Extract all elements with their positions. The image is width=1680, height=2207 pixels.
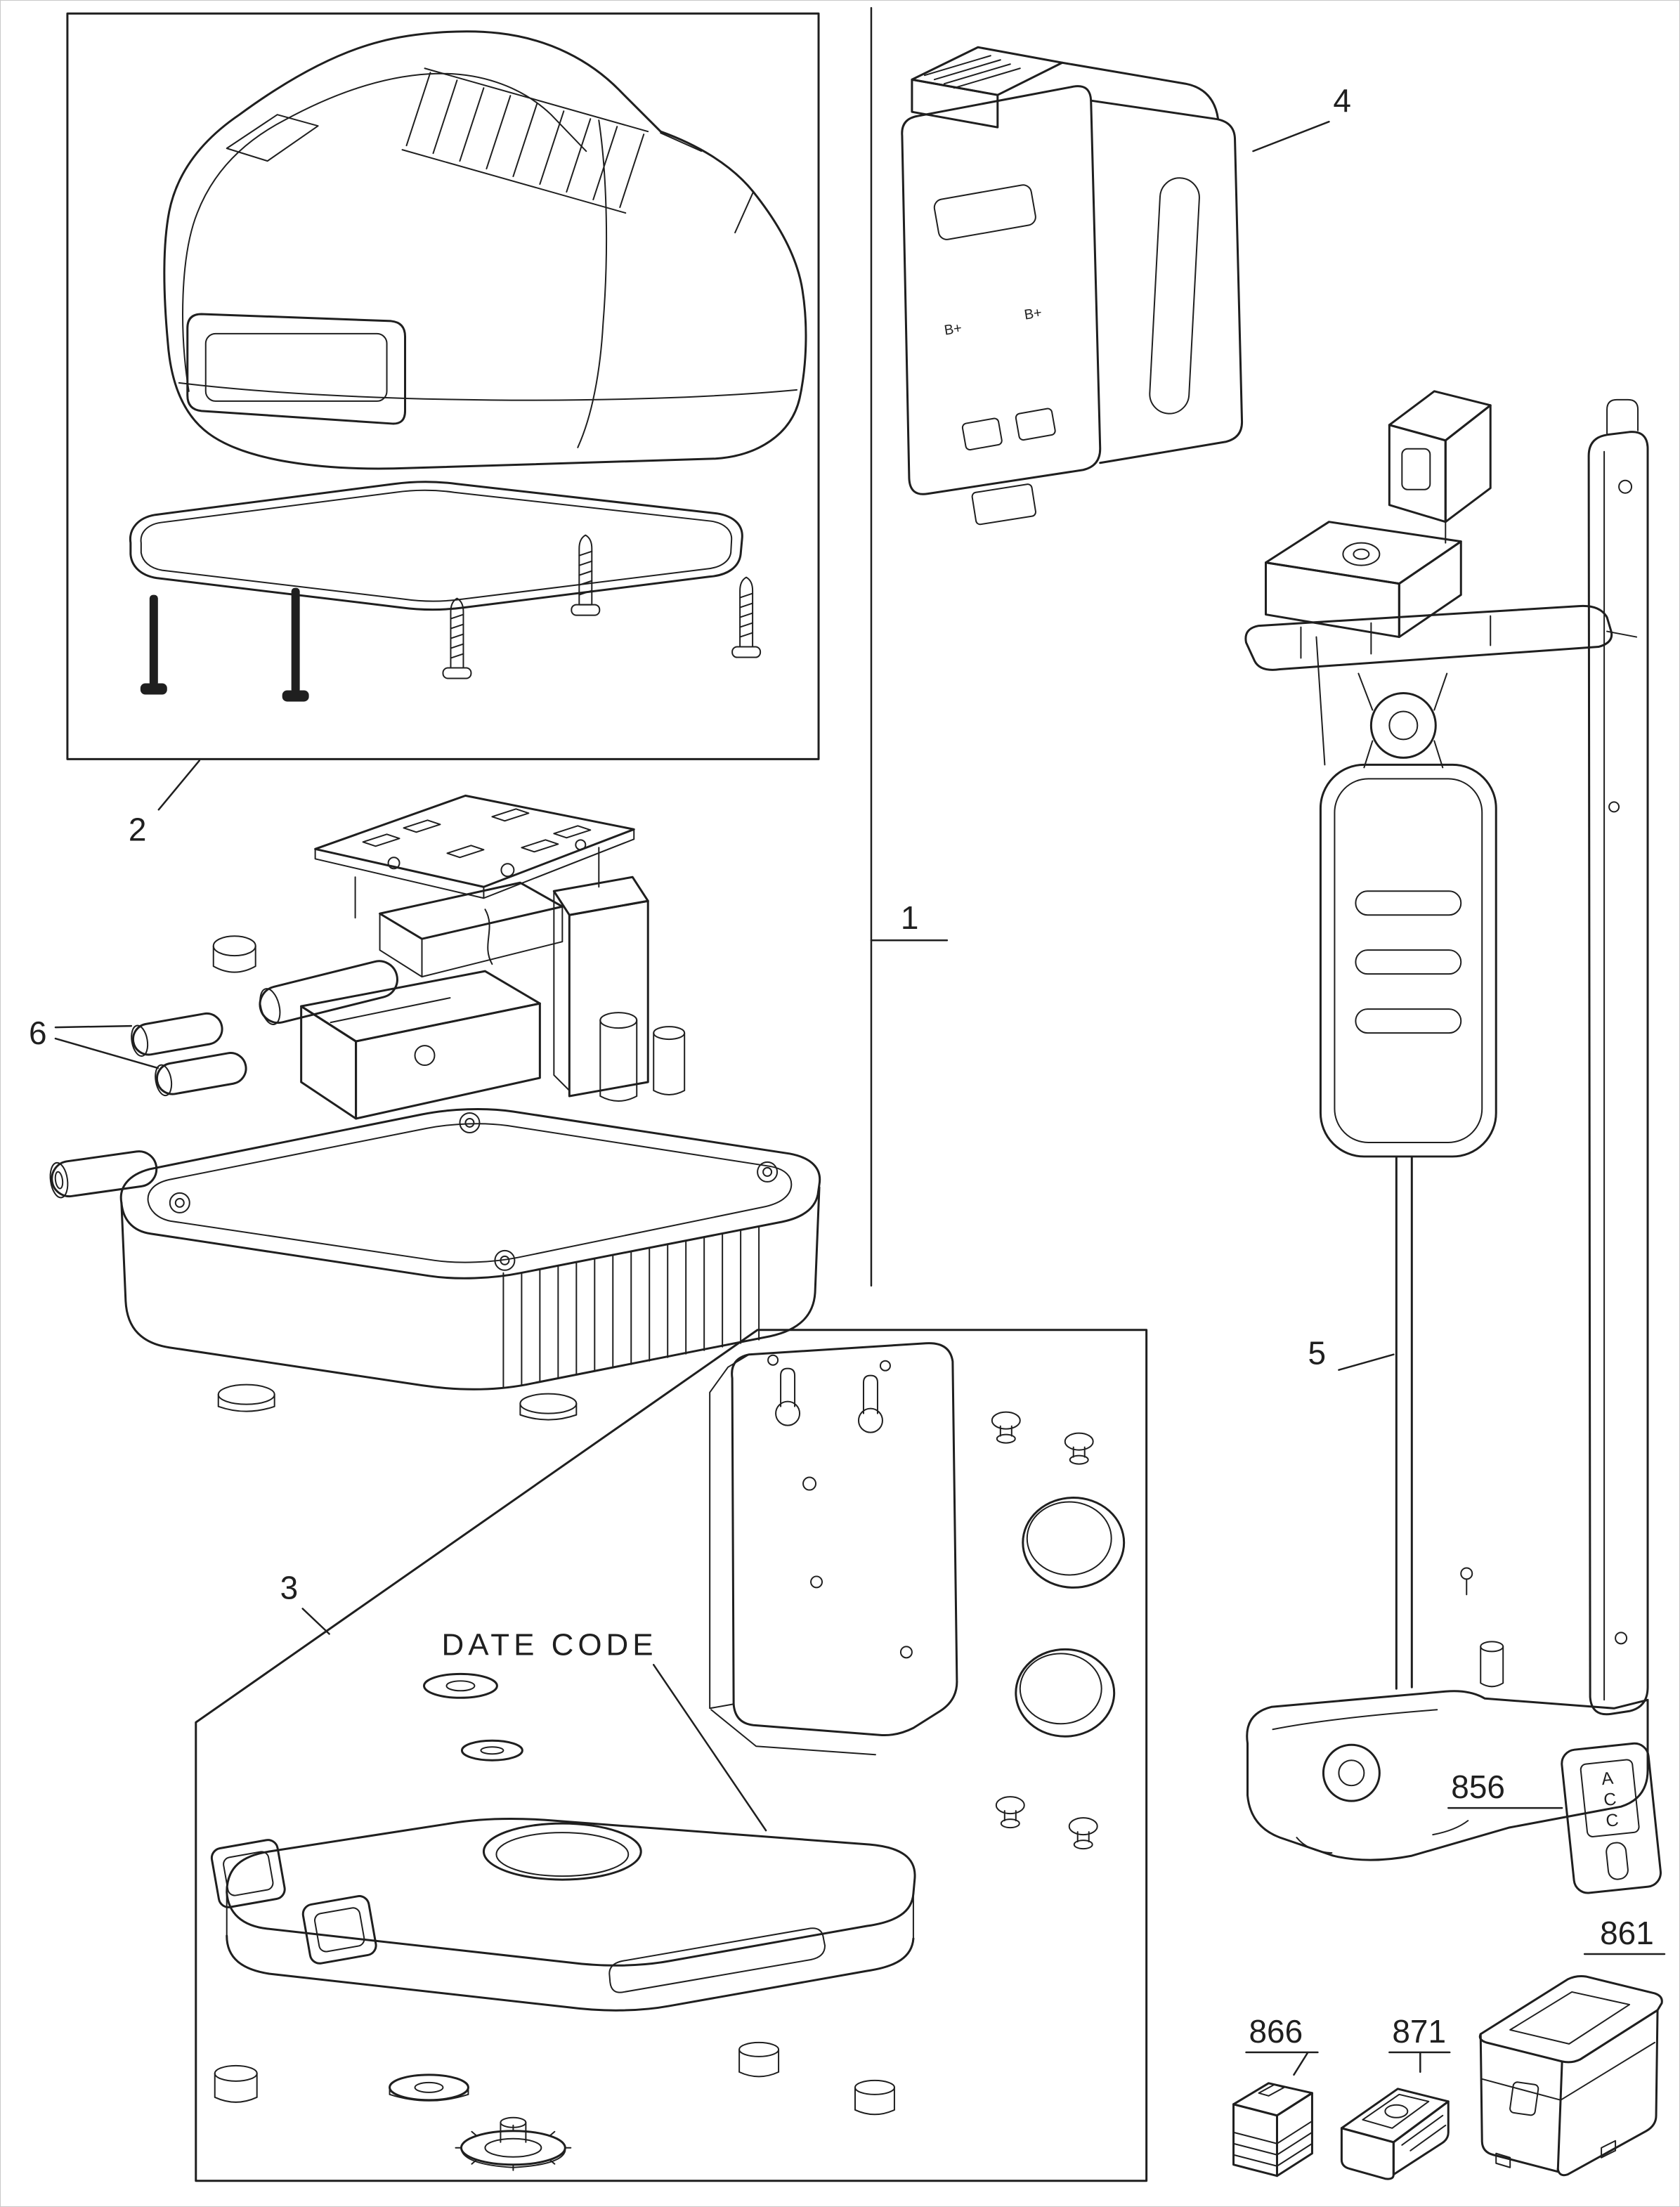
acc-clip-drawing: A C C	[1561, 1742, 1662, 1894]
battery-terminal-mark-1: B+	[943, 320, 963, 339]
washer-1	[422, 1672, 498, 1699]
thumb-knob-drawing	[455, 2116, 572, 2171]
roll-pin-2	[155, 1052, 247, 1097]
item2-label: 2	[129, 811, 147, 847]
battery-866-drawing	[1232, 2082, 1313, 2177]
bumper-rivet-1	[991, 1411, 1021, 1444]
screw-black-1	[140, 594, 167, 695]
screw-black-2	[282, 587, 309, 702]
kitbox-drawing	[1478, 1974, 1663, 2177]
screw-thread-3	[731, 576, 762, 658]
bumper-rivet-4	[1068, 1817, 1098, 1850]
bumper-rivet-2	[1064, 1432, 1094, 1465]
battery-pack-drawing: B+ B+	[901, 46, 1244, 526]
pad-oval-2	[1015, 1648, 1116, 1738]
item5-label: 5	[1308, 1335, 1326, 1372]
pad-oval-1	[1022, 1497, 1126, 1589]
roll-pin-1	[131, 1012, 223, 1057]
laser-housing-drawing	[163, 30, 807, 470]
item1-callout: 1	[870, 7, 949, 1287]
wall-plate-drawing	[709, 1342, 958, 1756]
bumper-rivet-3	[995, 1796, 1025, 1829]
item871-callout: 871	[1388, 2013, 1451, 2073]
item6-label: 6	[29, 1015, 47, 1051]
laser-module-drawing	[119, 794, 821, 1421]
item856-callout: 856	[1447, 1769, 1563, 1809]
date-code-label: DATE CODE	[441, 1627, 657, 1662]
acc-letter-1: A	[1601, 1769, 1615, 1790]
item3-callout: 3	[280, 1569, 330, 1635]
item866-callout: 866	[1245, 2013, 1319, 2076]
acc-letter-3: C	[1605, 1810, 1620, 1831]
gasket-drawing	[129, 481, 743, 611]
base-plate-drawing	[210, 1818, 916, 2012]
housing-kit-boundary	[66, 12, 820, 760]
item861-callout: 861	[1583, 1915, 1666, 1955]
roll-pin-3	[49, 1150, 158, 1199]
foot-cylinder-1	[214, 2064, 258, 2103]
item856-label: 856	[1451, 1769, 1505, 1805]
charger-drawing	[1340, 2088, 1450, 2180]
item1-label: 1	[901, 899, 919, 936]
mount-bracket-drawing	[1244, 390, 1649, 1861]
item2-callout: 2	[129, 760, 201, 847]
washer-2	[460, 1739, 523, 1762]
item866-label: 866	[1249, 2013, 1303, 2050]
battery-terminal-mark-2: B+	[1023, 305, 1043, 323]
acc-letter-2: C	[1603, 1789, 1617, 1810]
screw-thread-2	[571, 534, 601, 616]
item4-callout: 4	[1252, 82, 1351, 152]
foot-cylinder-2	[738, 2041, 780, 2078]
item871-label: 871	[1392, 2013, 1446, 2050]
item5-callout: 5	[1308, 1335, 1395, 1372]
item6-callout: 6	[29, 1015, 159, 1069]
screw-thread-1	[442, 597, 472, 679]
mount-base-boundary	[195, 1329, 1148, 2182]
washer-3	[389, 2073, 469, 2102]
date-code-callout: DATE CODE	[441, 1627, 767, 1832]
foot-cylinder-3	[854, 2079, 895, 2116]
item861-label: 861	[1600, 1915, 1654, 1951]
item3-label: 3	[280, 1569, 299, 1606]
item4-label: 4	[1333, 82, 1351, 119]
